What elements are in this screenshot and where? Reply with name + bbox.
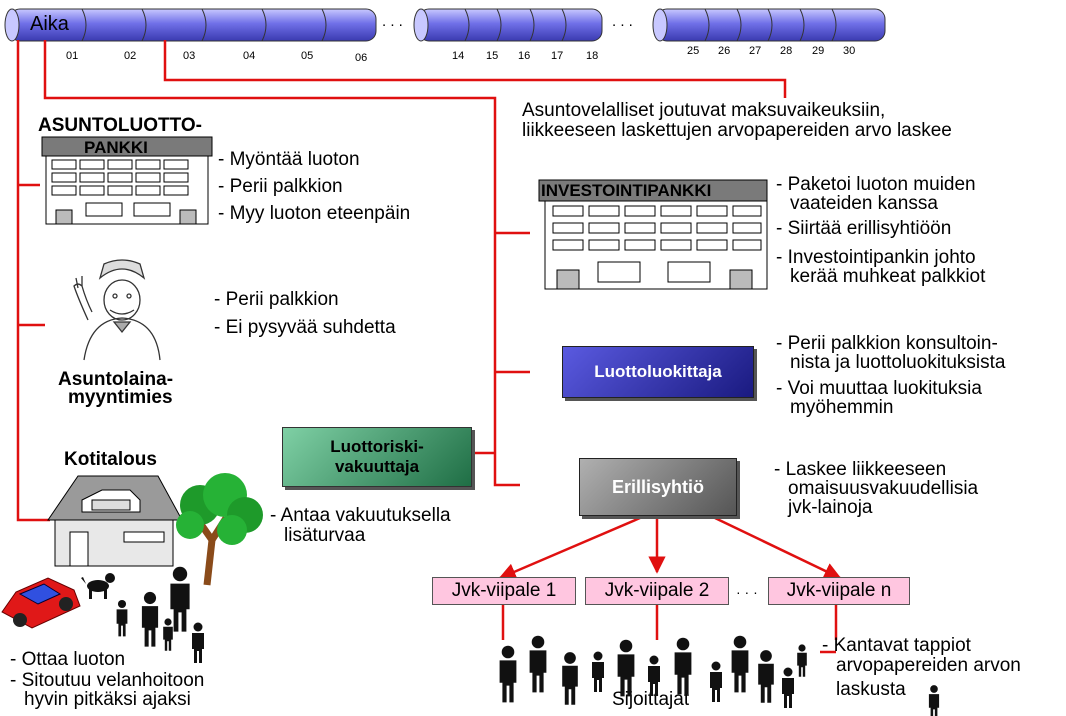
timeline-ellipsis: . . . <box>382 13 403 30</box>
investment-bank-sign: INVESTOINTIPANKKI <box>541 181 712 200</box>
tick: 15 <box>486 50 499 62</box>
household-title: Kotitalous <box>64 449 157 470</box>
rating-agency-label: Luottoluokittaja <box>594 362 722 381</box>
timeline-cylinder-1 <box>4 8 377 42</box>
tick: 16 <box>518 50 531 62</box>
tick: 06 <box>355 52 368 64</box>
insurer-box: Luottoriski- vakuuttaja <box>282 427 472 487</box>
tranche-n: Jvk-viipale n <box>768 577 910 605</box>
tranche-1-label: Jvk-viipale 1 <box>451 580 557 601</box>
rating-agency-bullet: - Voi muuttaa luokituksia <box>776 378 982 399</box>
line-investment-spine <box>43 40 520 487</box>
investment-bank-bullet: - Siirtää erillisyhtiöön <box>776 218 952 239</box>
rating-agency-bullet: - Perii palkkion konsultoin- <box>776 333 998 354</box>
tick: 18 <box>586 50 599 62</box>
tick: 17 <box>551 50 564 62</box>
investment-bank-bullet-cont: kerää muhkeat palkkiot <box>790 266 986 287</box>
rating-agency-bullet-cont: myöhemmin <box>790 397 894 418</box>
investors-bullet-cont: laskusta <box>836 679 906 700</box>
line-crisis-note <box>163 40 787 98</box>
timeline-cylinder-3 <box>652 8 886 42</box>
broker-name-line1: Asuntolaina- <box>58 369 174 390</box>
tranche-2: Jvk-viipale 2 <box>585 577 729 605</box>
investors-bullet: - Kantavat tappiot <box>822 635 971 656</box>
tick: 01 <box>66 50 79 62</box>
spv-bullet: - Laskee liikkeeseen <box>774 459 947 480</box>
household-people-icon <box>116 566 204 663</box>
insurer-line1: Luottoriski- <box>330 437 424 456</box>
tick: 29 <box>812 45 825 57</box>
tranche-ellipsis: · · · <box>736 584 758 600</box>
car-icon <box>1 577 81 629</box>
tick: 04 <box>243 50 256 62</box>
house-icon <box>47 475 183 567</box>
investment-bank-building-icon <box>538 179 768 290</box>
broker-bullet: - Perii palkkion <box>214 289 339 310</box>
tick: 28 <box>780 45 793 57</box>
timeline-ellipsis: . . . <box>612 13 633 30</box>
household-bullet: - Sitoutuu velanhoitoon <box>10 670 205 691</box>
spv-bullet-cont: jvk-lainoja <box>788 497 873 518</box>
insurer-bullet-cont: lisäturvaa <box>284 525 366 546</box>
crisis-note-line2: liikkeeseen laskettujen arvopapereiden a… <box>522 120 952 141</box>
mortgage-bank-bullet: - Myy luoton eteenpäin <box>218 203 411 224</box>
spv-bullet-cont: omaisuusvakuudellisia <box>788 478 979 499</box>
tick: 25 <box>687 45 700 57</box>
investors-bullet-cont: arvopapereiden arvon <box>836 655 1021 676</box>
crisis-note-line1: Asuntovelalliset joutuvat maksuvaikeuksi… <box>522 100 886 121</box>
investors-people-icon <box>499 635 940 716</box>
investment-bank-bullet: - Paketoi luoton muiden <box>776 174 976 195</box>
tick: 03 <box>183 50 196 62</box>
line-household <box>16 40 50 522</box>
investment-bank-bullet: - Investointipankin johto <box>776 247 976 268</box>
insurer-bullet: - Antaa vakuutuksella <box>270 505 451 526</box>
tick: 02 <box>124 50 137 62</box>
tree-icon <box>176 473 263 586</box>
rating-agency-box: Luottoluokittaja <box>562 346 754 398</box>
timeline-label: Aika <box>30 13 69 35</box>
timeline-cylinder-2 <box>413 8 603 42</box>
tick: 26 <box>718 45 731 57</box>
insurer-line2: vakuuttaja <box>334 457 420 476</box>
connector-lines <box>16 40 842 654</box>
spv-box: Erillisyhtiö <box>579 458 737 516</box>
broker-name-line2: myyntimies <box>68 387 173 408</box>
tick: 14 <box>452 50 465 62</box>
dog-icon <box>81 573 115 599</box>
broker-bullet: - Ei pysyvää suhdetta <box>214 317 396 338</box>
mortgage-bank-bullet: - Myöntää luoton <box>218 149 360 170</box>
rating-agency-bullet-cont: nista ja luottoluokituksista <box>790 352 1006 373</box>
household-bullet-cont: hyvin pitkäksi ajaksi <box>24 689 191 710</box>
tick: 05 <box>301 50 314 62</box>
household-bullet: - Ottaa luoton <box>10 649 126 670</box>
investment-bank-bullet-cont: vaateiden kanssa <box>790 193 938 214</box>
broker-figure-icon <box>73 259 161 361</box>
mortgage-bank-title: ASUNTOLUOTTO- <box>38 115 202 136</box>
mortgage-bank-bullet: - Perii palkkion <box>218 176 343 197</box>
tranche-n-label: Jvk-viipale n <box>786 580 892 601</box>
arrow-slice-n <box>714 516 842 580</box>
tranche-1: Jvk-viipale 1 <box>432 577 576 605</box>
spv-label: Erillisyhtiö <box>611 477 705 497</box>
tranche-2-label: Jvk-viipale 2 <box>604 580 710 601</box>
mortgage-bank-sign: PANKKI <box>84 138 148 157</box>
tick: 27 <box>749 45 762 57</box>
tick: 30 <box>843 45 856 57</box>
arrow-slice-1 <box>498 516 641 580</box>
mortgage-bank-building-icon <box>41 136 213 225</box>
